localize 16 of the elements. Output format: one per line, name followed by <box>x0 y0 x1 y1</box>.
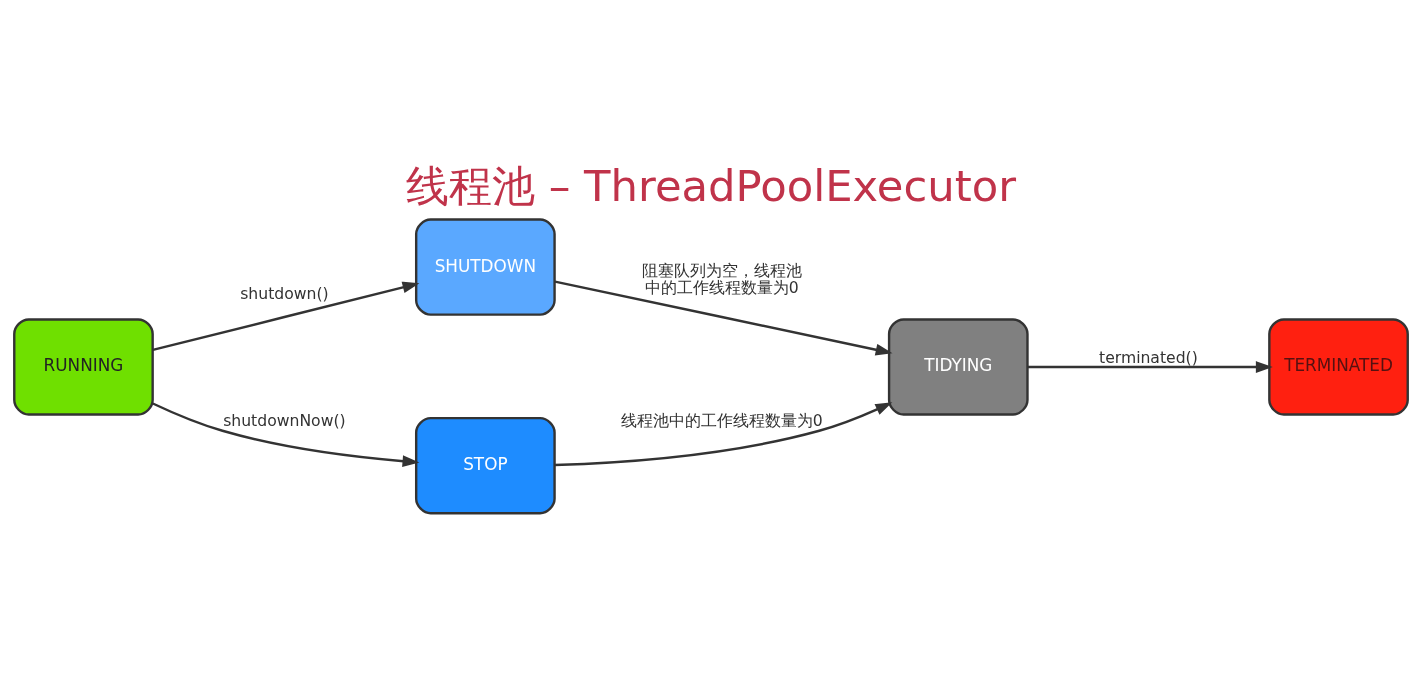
node-box: RUNNING <box>13 318 154 416</box>
edge-label: shutdownNow() <box>223 411 346 431</box>
arrow <box>152 402 420 467</box>
node-box: SHUTDOWN <box>414 218 556 316</box>
node-box: TIDYING <box>887 318 1029 416</box>
edge-label: 阻塞队列为空，线程池中的工作线程数量为0 <box>641 261 802 297</box>
diagram-title: 线程池 – ThreadPoolExecutor <box>405 161 1017 212</box>
edge-label: terminated() <box>1099 347 1198 367</box>
edge-label: 线程池中的工作线程数量为0 <box>620 411 823 431</box>
arrow <box>554 402 893 467</box>
node-box: STOP <box>414 416 556 515</box>
edge-label: shutdown() <box>240 283 329 303</box>
arrow <box>1027 361 1273 373</box>
node-box: TERMINATED <box>1268 318 1409 416</box>
arrow <box>554 280 893 356</box>
arrow <box>152 281 420 352</box>
